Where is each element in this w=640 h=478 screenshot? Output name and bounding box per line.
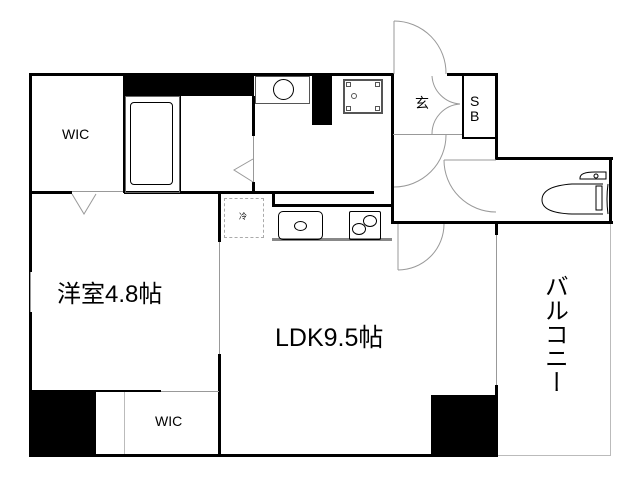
toilet-bottom-wall (392, 221, 613, 224)
shoe-box-label-b: B (470, 108, 480, 124)
wic-divider-wall (29, 191, 374, 194)
wic-door-opening (72, 191, 124, 194)
wic-bath-wall (123, 73, 125, 193)
lower-wic-divider (124, 392, 125, 454)
balcony-label: バルコニー (540, 274, 568, 394)
toilet-right-wall (609, 157, 612, 223)
shoe-box (462, 75, 496, 139)
shoe-box-label-s: S (470, 93, 480, 109)
ldk-label: LDK9.5帖 (275, 324, 384, 352)
sb-right-wall (495, 73, 498, 160)
pipe-shaft-mid (312, 73, 332, 125)
kitchen-top-wall (272, 204, 394, 207)
outer-wall-left (29, 73, 32, 457)
wic-bottom-label: WIC (155, 413, 183, 429)
wash-right-wall (252, 96, 255, 136)
ldk-right-wall-upper (495, 221, 498, 235)
room-ldk-door (219, 242, 220, 354)
stove-icon (349, 211, 381, 240)
kitchen-sink-icon (278, 211, 323, 240)
bathtub-basin (130, 102, 173, 185)
room-window (30, 272, 32, 312)
lower-wic-door (161, 391, 219, 392)
balcony-outline (498, 224, 611, 456)
outer-wall-top-entry (447, 73, 497, 76)
door-swing-icon (233, 158, 254, 183)
outer-wall-bottom (29, 454, 498, 457)
toilet-top-wall (495, 157, 613, 160)
ldk-window (496, 235, 497, 385)
column-bottom-left (29, 391, 96, 457)
bath-wash-wall (179, 96, 181, 193)
wash-right-wall-low (252, 182, 255, 194)
hall-wall (391, 73, 394, 224)
kitchen-counter (272, 207, 392, 241)
column-bottom-right (431, 395, 498, 457)
washing-machine-icon (255, 76, 310, 104)
western-room-label: 洋室4.8帖 (57, 281, 163, 308)
gas-meter-icon (343, 79, 383, 114)
entrance-area (393, 75, 463, 135)
kitchen-back-wall (272, 192, 275, 206)
fridge-label: 冷 (239, 212, 247, 221)
pipe-shaft-top (124, 73, 254, 96)
fridge-space (224, 198, 264, 238)
toilet-icon (541, 171, 609, 215)
bathtub (125, 96, 180, 193)
wash-door-line (253, 136, 254, 182)
room-ldk-wall-upper (218, 192, 221, 242)
room-ldk-wall-lower (218, 354, 221, 457)
wic-top-label: WIC (62, 126, 90, 142)
entrance-label: 玄 (415, 95, 429, 111)
